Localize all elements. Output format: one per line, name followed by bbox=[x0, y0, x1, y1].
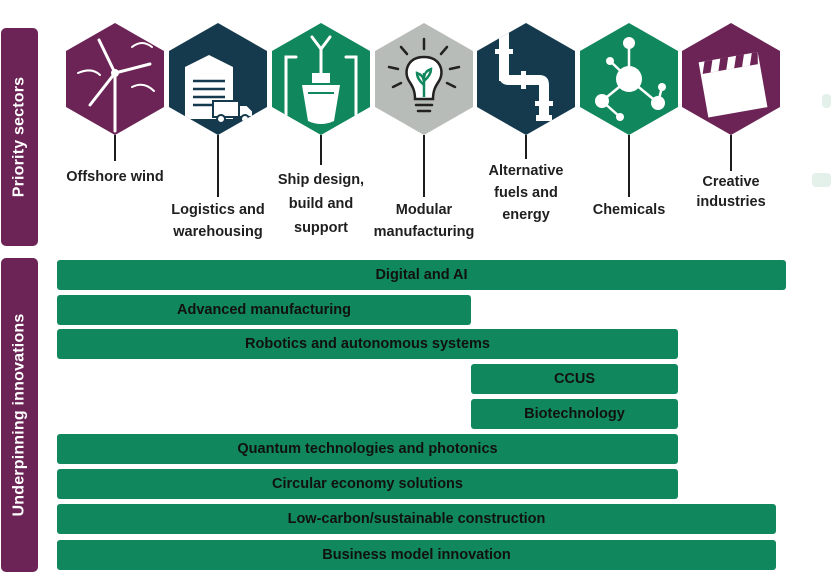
connector-logistics bbox=[217, 135, 219, 197]
sector-label-line: Offshore wind bbox=[66, 169, 164, 185]
ship-icon bbox=[284, 35, 358, 124]
connector-ship-design bbox=[320, 135, 322, 165]
innovation-bar-circular-economy: Circular economy solutions bbox=[57, 469, 678, 499]
sector-label-line: Chemicals bbox=[592, 202, 666, 218]
sector-label-line: industries bbox=[696, 194, 766, 210]
sector-label-ship-design: Ship design, build and support bbox=[261, 168, 381, 240]
sector-hex-ship-design bbox=[272, 23, 370, 135]
sector-label-line: Modular bbox=[395, 202, 453, 218]
priority-sectors-text: Priority sectors bbox=[10, 76, 28, 198]
sector-hex-offshore-wind bbox=[66, 23, 164, 135]
innovation-bar-biotechnology: Biotechnology bbox=[471, 399, 678, 429]
sector-hex-logistics bbox=[169, 23, 267, 135]
sector-label-logistics: Logistics and warehousing bbox=[158, 199, 278, 243]
sector-label-line: manufacturing bbox=[373, 224, 475, 240]
connector-modular-manufacturing bbox=[423, 135, 425, 197]
sector-label-alternative-fuels: Alternative fuels and energy bbox=[466, 160, 586, 226]
sector-label-line: Creative bbox=[702, 174, 760, 190]
clapperboard-icon bbox=[698, 51, 768, 118]
warehouse-truck-icon bbox=[185, 55, 254, 124]
sector-hex-alternative-fuels bbox=[477, 23, 575, 135]
watermark-mark-bottom bbox=[812, 173, 831, 187]
sector-label-line: Alternative bbox=[488, 163, 564, 179]
sector-hex-creative-industries bbox=[682, 23, 780, 135]
priority-sectors-label: Priority sectors bbox=[1, 28, 38, 246]
connector-chemicals bbox=[628, 135, 630, 197]
underpinning-innovations-label: Underpinning innovations bbox=[1, 258, 38, 572]
sector-label-line: Ship design, bbox=[277, 172, 365, 188]
underpinning-innovations-text: Underpinning innovations bbox=[10, 313, 28, 517]
sector-label-creative-industries: Creative industries bbox=[671, 172, 791, 212]
sector-label-line: fuels and bbox=[494, 185, 558, 201]
sector-label-offshore-wind: Offshore wind bbox=[55, 166, 175, 188]
sector-label-line: warehousing bbox=[173, 224, 263, 240]
innovation-bar-advanced-manufacturing: Advanced manufacturing bbox=[57, 295, 471, 325]
innovation-bar-digital-ai: Digital and AI bbox=[57, 260, 786, 290]
lightbulb-icon bbox=[387, 37, 461, 113]
sector-label-line: support bbox=[294, 220, 348, 236]
watermark-mark-top bbox=[822, 94, 831, 108]
sector-label-modular-manufacturing: Modular manufacturing bbox=[364, 199, 484, 243]
sector-label-line: energy bbox=[502, 207, 550, 223]
sector-label-line: Logistics and bbox=[171, 202, 265, 218]
molecule-icon bbox=[595, 37, 666, 121]
sector-label-line: build and bbox=[288, 196, 354, 212]
innovation-bar-robotics: Robotics and autonomous systems bbox=[57, 329, 678, 359]
connector-alternative-fuels bbox=[525, 135, 527, 159]
wind-turbine-icon bbox=[77, 38, 155, 133]
sector-hex-modular-manufacturing bbox=[375, 23, 473, 135]
innovation-bar-quantum: Quantum technologies and photonics bbox=[57, 434, 678, 464]
connector-offshore-wind bbox=[114, 135, 116, 161]
connector-creative-industries bbox=[730, 135, 732, 171]
innovation-bar-low-carbon: Low-carbon/sustainable construction bbox=[57, 504, 776, 534]
innovation-bar-ccus: CCUS bbox=[471, 364, 678, 394]
sector-label-chemicals: Chemicals bbox=[569, 199, 689, 221]
innovation-bar-business-model: Business model innovation bbox=[57, 540, 776, 570]
pipes-icon bbox=[495, 33, 553, 121]
sector-hex-chemicals bbox=[580, 23, 678, 135]
